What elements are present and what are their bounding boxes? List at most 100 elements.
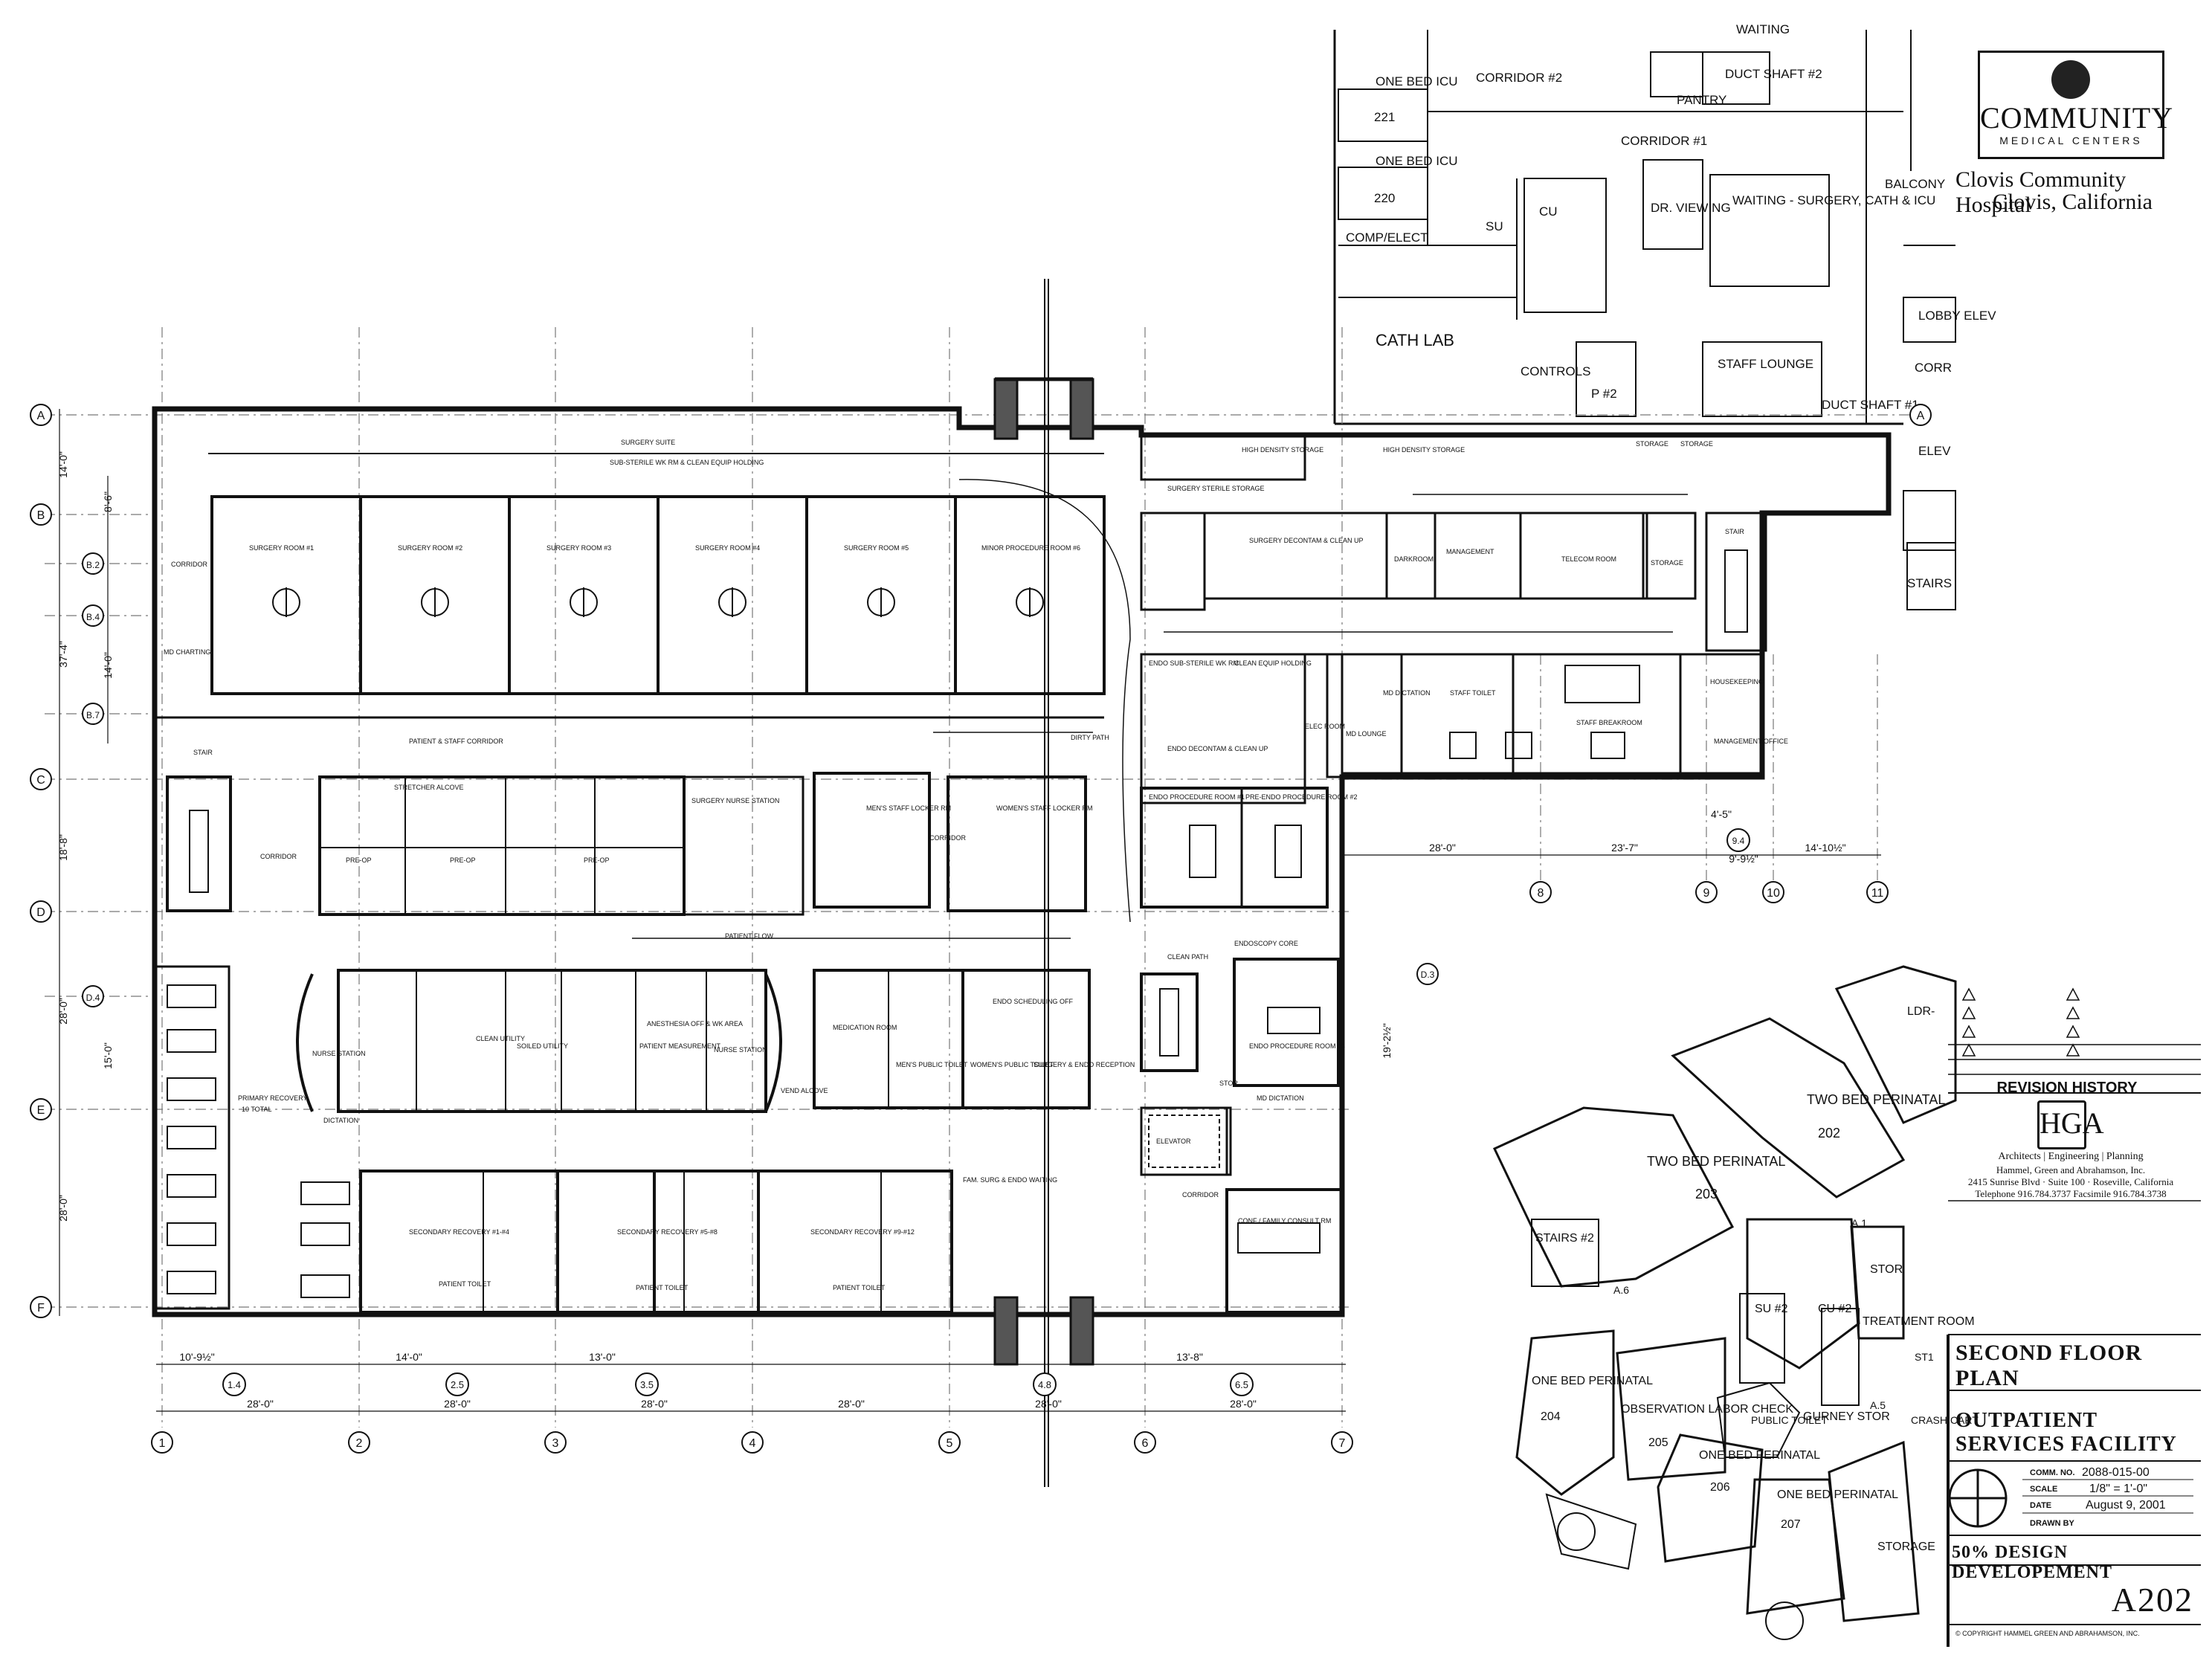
plan-label: 28'-0" [247,1398,274,1410]
date-value: August 9, 2001 [2086,1499,2166,1512]
plan-label: SU #2 [1755,1303,1788,1315]
plan-label: HIGH DENSITY STORAGE [1242,446,1323,454]
architect-phone: Telephone 916.784.3737 Facsimile 916.784… [1975,1188,2167,1199]
room-label: ONE BED PERINATAL [1532,1375,1653,1387]
plan-label: PATIENT & STAFF CORRIDOR [409,738,503,745]
grid-bubble: D [30,900,52,923]
plan-label: STORAGE [1636,440,1668,448]
room-label: CORR [1915,361,1952,375]
flow-arrows [632,479,1688,939]
plan-label: STAFF TOILET [1450,689,1496,697]
plan-label: CLEAN PATH [1167,953,1208,961]
plan-label: SURGERY ROOM #4 [695,544,760,552]
room-label: SU [1486,219,1503,233]
plan-label: 28'-0" [1035,1398,1062,1410]
plan-label: ELEC ROOM [1305,723,1345,730]
plan-label: CLEAN UTILITY [476,1035,525,1042]
architect-firm: Hammel, Green and Abrahamson, Inc. [1996,1164,2146,1175]
facility-name-line1: OUTPATIENT [1955,1409,2097,1432]
corridor-label: CORRIDOR #1 [1621,134,1707,148]
plan-label: STOR [1870,1263,1903,1276]
plan-label: DARKROOM [1394,555,1434,563]
room-number: 221 [1374,110,1395,124]
grid-bubble: 2 [348,1431,370,1454]
existing-building [1333,30,1956,610]
plan-label: STAIRS #2 [1535,1232,1594,1245]
room-label: WAITING - SURGERY, CATH & ICU [1732,193,1935,207]
plan-label: MANAGEMENT OFFICE [1714,738,1788,745]
plan-label: 9 [1703,887,1710,900]
plan-label: 9.4 [1732,836,1745,846]
plan-label: F [37,1302,45,1315]
grid-bubble: 1.4 [222,1372,246,1396]
client-logo: COMMUNITY MEDICAL CENTERS [1978,51,2173,159]
plan-label: SURGERY ROOM #2 [398,544,462,552]
grid-bubbles-left: A B B.2 B.4 B.7 C D D.4 E F A D.3 [30,404,1932,1318]
plan-label: A.1 [1851,1217,1867,1229]
comm-no-label: COMM. NO. [2030,1468,2075,1477]
plan-label: PRE-OP [584,857,610,864]
plan-label: 4'-5" [1711,808,1732,820]
plan-label: A [1917,410,1925,422]
perinatal-tower [1492,965,1957,1640]
plan-label: MEDICATION ROOM [833,1024,897,1031]
plan-label: 28'-0" [57,1195,69,1222]
grid-bubble: B [30,503,52,526]
grid-bubble: 9.4 [1726,828,1750,852]
plan-labels: SURGERY SUITE SUB-STERILE WK RM & CLEAN … [164,439,1788,1291]
plan-label: 10 TOTAL [242,1106,272,1113]
sheet-number: A202 [2111,1581,2193,1619]
plan-label: PATIENT TOILET [439,1280,491,1288]
room-label: CONTROLS [1521,364,1590,378]
plan-label: D [36,906,45,919]
grid-bubble: D.3 [1416,963,1439,985]
plan-label: CORRIDOR [929,834,966,842]
plan-label: 14'-10½" [1805,842,1845,854]
plan-label: WOMEN'S PUBLIC TOILET [970,1061,1054,1068]
plan-label: PRE-ENDO PROCEDURE ROOM #2 [1245,793,1358,801]
surgery-tables [272,587,1321,1034]
grid-bubble: B.4 [82,604,104,627]
room-label: TWO BED PERINATAL [1647,1154,1785,1169]
plan-label: PRE-OP [346,857,372,864]
sheet-title: SECOND FLOOR PLAN [1955,1341,2143,1390]
room-label: BALCONY [1885,177,1945,191]
plan-label: PATIENT MEASUREMENT [639,1042,721,1050]
existing-labels: ONE BED ICU 221 ONE BED ICU 220 CORRIDOR… [1346,22,1996,590]
plan-label: CONF / FAMILY CONSULT RM [1238,1217,1331,1225]
plan-label: STOR [1219,1080,1238,1087]
architect-address: 2415 Sunrise Blvd · Suite 100 · Rosevill… [1967,1176,2174,1187]
plan-label: SURGERY & ENDO RECEPTION [1034,1061,1135,1068]
plan-label: PATIENT TOILET [833,1284,886,1291]
plan-label: 4.8 [1038,1379,1051,1390]
grid-bubble: 10 [1762,881,1784,903]
dimension-text: 28'-0" 28'-0" 28'-0" 28'-0" 28'-0" 28'-0… [57,451,1846,1410]
grid-bubble: B.2 [82,552,104,575]
room-label: LOBBY ELEV [1918,309,1996,323]
plan-label: STRETCHER ALCOVE [394,784,464,791]
plan-label: GURNEY STOR [1803,1410,1890,1423]
plan-label: 3.5 [640,1379,654,1390]
plan-label: 8 [1538,887,1544,900]
room-label: ONE BED PERINATAL [1699,1449,1820,1462]
plan-label: ENDO PROCEDURE ROOM #1 [1149,793,1245,801]
room-number: 206 [1710,1481,1730,1494]
copyright-notice: © COPYRIGHT HAMMEL GREEN AND ABRAHAMSON,… [1955,1630,2140,1637]
room-label: TWO BED PERINATAL [1807,1092,1945,1107]
room-number: 220 [1374,191,1395,205]
room-label: CU [1539,204,1558,219]
plan-label: PRIMARY RECOVERY [238,1094,308,1102]
plan-label: FAM. SURG & ENDO WAITING [963,1176,1057,1184]
grid-bubble: D.4 [82,985,104,1007]
plan-label: SECONDARY RECOVERY #5-#8 [617,1228,718,1236]
plan-label: MD LOUNGE [1346,730,1387,738]
room-label: DUCT SHAFT #2 [1725,67,1822,81]
plan-label: B [37,509,45,522]
plan-label: 15'-0" [102,1042,114,1069]
plan-label: MD CHARTING [164,648,210,656]
plan-label: SURGERY STERILE STORAGE [1167,485,1265,492]
plan-label: B.4 [86,612,100,622]
plan-label: LDR- [1907,1005,1935,1018]
room-label: DUCT SHAFT #1 [1822,398,1919,412]
